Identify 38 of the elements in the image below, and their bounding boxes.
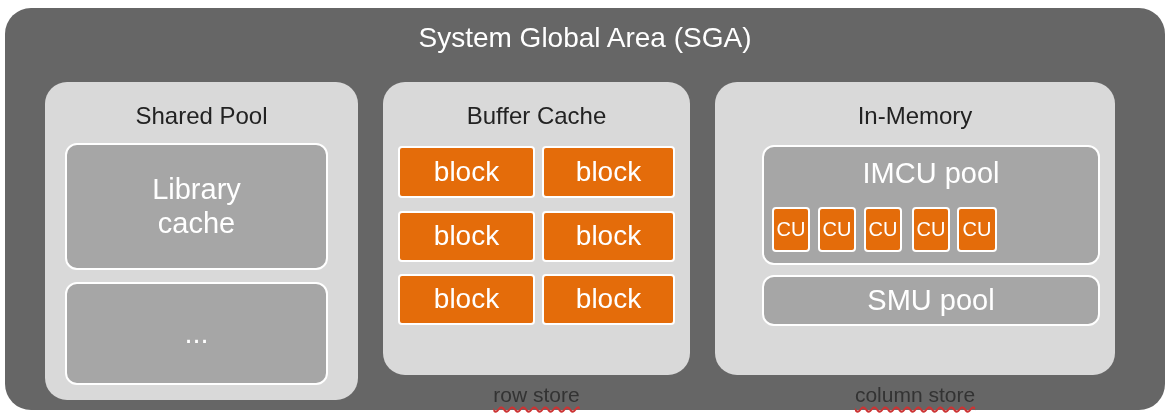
block-box	[398, 274, 535, 325]
panel-heading: In-Memory	[856, 102, 974, 130]
block-label: block	[574, 282, 643, 317]
cu-label: CU	[775, 217, 807, 242]
cache-label: ...	[183, 315, 210, 351]
cu-label: CU	[915, 217, 947, 242]
block-box	[398, 146, 535, 198]
panel-heading: Shared Pool	[134, 102, 269, 130]
imcu-pool-box	[762, 145, 1100, 265]
cu-box	[864, 207, 902, 252]
cu-label: CU	[961, 217, 993, 242]
sga-container	[5, 8, 1165, 410]
block-box	[542, 211, 675, 262]
cache-box	[762, 275, 1100, 326]
block-box	[542, 274, 675, 325]
block-label: block	[432, 219, 501, 254]
cu-label: CU	[867, 217, 899, 242]
cu-box	[957, 207, 997, 252]
pool-label: IMCU pool	[861, 157, 1001, 191]
block-box	[398, 211, 535, 262]
panel-heading: Buffer Cache	[465, 102, 608, 130]
memory-pool-panel	[715, 82, 1115, 375]
cache-box	[65, 282, 328, 385]
block-box	[542, 146, 675, 198]
block-label: block	[432, 282, 501, 317]
cu-box	[772, 207, 810, 252]
block-label: block	[432, 154, 501, 189]
block-label: block	[574, 219, 643, 254]
cu-box	[912, 207, 950, 252]
cache-label: Library cache	[151, 172, 242, 241]
block-label: block	[574, 154, 643, 189]
cache-box	[65, 143, 328, 270]
memory-pool-panel	[383, 82, 690, 375]
cu-box	[818, 207, 856, 252]
sga-title: System Global Area (SGA)	[417, 22, 753, 55]
memory-pool-panel	[45, 82, 358, 400]
cu-label: CU	[821, 217, 853, 242]
cache-label: SMU pool	[866, 282, 996, 318]
